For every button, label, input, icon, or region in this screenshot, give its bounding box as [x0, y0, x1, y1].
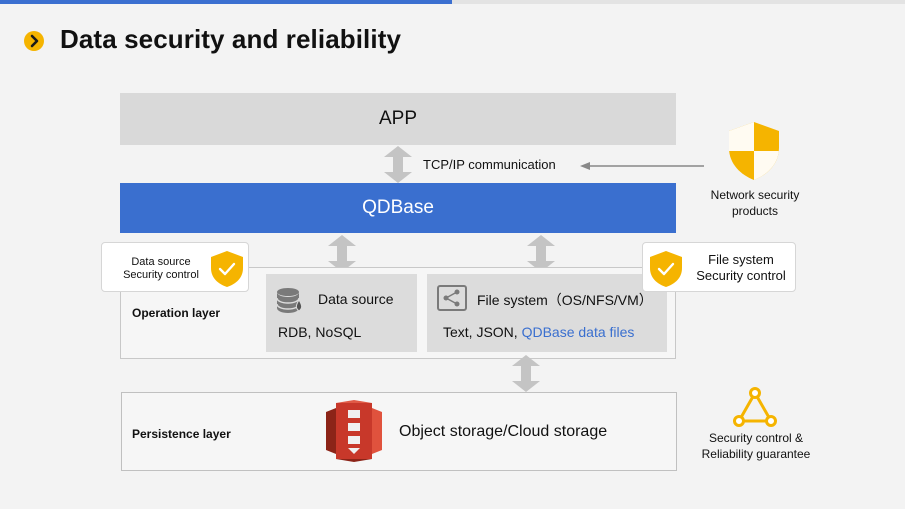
chevron-right-icon [24, 31, 44, 51]
network-triangle-icon [733, 387, 777, 427]
double-arrow-icon [384, 146, 412, 183]
tcp-label: TCP/IP communication [423, 157, 556, 172]
qdbase-data-files-label: QDBase data files [521, 324, 635, 340]
object-storage-icon [326, 400, 382, 462]
share-folder-icon [437, 285, 467, 311]
data-source-title: Data source [318, 291, 394, 307]
page-title: Data security and reliability [60, 24, 402, 54]
top-accent-bar [0, 0, 452, 4]
qdbase-box: QDBase [120, 183, 676, 233]
data-source-security-label: Data source Security control [123, 256, 199, 281]
shield-icon [729, 122, 779, 180]
reliability-label: Security control & Reliability guarantee [701, 431, 811, 461]
persistence-layer-label: Persistence layer [132, 427, 231, 441]
data-source-subtitle: RDB, NoSQL [278, 324, 362, 340]
app-box: APP [120, 93, 676, 145]
shield-check-icon [211, 251, 243, 287]
object-storage-label: Object storage/Cloud storage [399, 423, 608, 440]
double-arrow-icon [328, 235, 356, 272]
file-system-subtitle: Text, JSON, QDBase data files [443, 324, 635, 340]
data-source-security-callout: Data source Security control [101, 242, 249, 292]
left-arrow-icon [580, 162, 704, 170]
top-bar-track [452, 0, 905, 4]
persistence-layer-box: Persistence layer Object storage/Cloud s… [121, 392, 677, 471]
file-system-security-label: File system Security control [696, 252, 786, 283]
file-system-title: File system（OS/NFS/VM） [477, 292, 653, 308]
shield-check-icon [650, 251, 682, 287]
network-security-label: Network security products [710, 188, 800, 218]
operation-layer-label: Operation layer [132, 306, 221, 320]
data-source-panel: Data source RDB, NoSQL [266, 274, 417, 352]
file-system-security-callout: File system Security control [642, 242, 796, 292]
app-label: APP [378, 108, 418, 129]
double-arrow-icon [512, 355, 540, 392]
qdbase-label: QDBase [362, 197, 434, 218]
database-icon [276, 288, 303, 313]
double-arrow-icon [527, 235, 555, 272]
file-system-panel: File system（OS/NFS/VM） Text, JSON, QDBas… [427, 274, 667, 352]
